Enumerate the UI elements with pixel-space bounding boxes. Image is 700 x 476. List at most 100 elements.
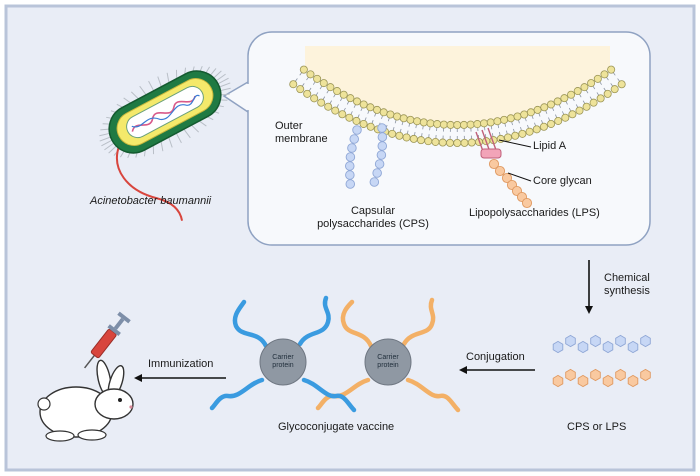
lipid-a-label: Lipid A bbox=[533, 140, 567, 152]
lipid-head bbox=[587, 79, 596, 88]
synthetic-sugar bbox=[552, 340, 564, 354]
lipid-head bbox=[289, 80, 298, 89]
lipid-head bbox=[399, 114, 408, 123]
lipid-head bbox=[406, 115, 415, 124]
cps-sugar bbox=[345, 170, 355, 180]
lipid-head bbox=[610, 85, 619, 94]
lipid-head bbox=[513, 112, 522, 121]
synthetic-sugar bbox=[640, 334, 651, 348]
synthetic-sugar bbox=[552, 374, 564, 388]
lipid-head bbox=[539, 122, 548, 131]
cps-sugar bbox=[372, 168, 382, 178]
lipid-head bbox=[352, 116, 361, 125]
synthetic-sugar bbox=[615, 334, 626, 348]
lipid-head bbox=[453, 121, 462, 130]
cps-label: Capsular polysaccharides (CPS) bbox=[298, 205, 448, 231]
rabbit-icon bbox=[37, 359, 134, 442]
carrier-protein-orange-line-1: Carrier bbox=[377, 354, 399, 361]
lps-label: Lipopolysaccharides (LPS) bbox=[469, 207, 600, 219]
lps-sugar bbox=[488, 158, 500, 170]
lipid-head bbox=[338, 110, 347, 119]
cps-sugar bbox=[345, 161, 355, 171]
synthetic-sugar bbox=[627, 374, 639, 388]
lipid-head bbox=[567, 90, 576, 99]
synthetic-sugar bbox=[565, 368, 576, 382]
lipid-head bbox=[299, 65, 308, 74]
lps-sugar bbox=[521, 197, 533, 209]
lipid-head bbox=[424, 137, 433, 146]
lipid-head bbox=[503, 133, 512, 142]
lipid-head bbox=[366, 122, 375, 131]
synthetic-sugar bbox=[640, 368, 651, 382]
outer-membrane-label: Outer membrane bbox=[275, 120, 328, 146]
lipid-head bbox=[313, 74, 322, 83]
lipid-head bbox=[359, 119, 368, 128]
lipid-head bbox=[493, 117, 502, 126]
cilium bbox=[217, 77, 229, 85]
cps-sugar bbox=[376, 150, 387, 160]
cilium bbox=[166, 72, 170, 84]
lipid-head bbox=[480, 119, 489, 128]
lipid-head bbox=[324, 102, 333, 111]
cilium bbox=[160, 140, 164, 152]
lipid-head bbox=[467, 138, 476, 147]
lipid-head bbox=[547, 119, 556, 128]
lipid-head bbox=[486, 118, 495, 127]
synthetic-sugar bbox=[577, 374, 589, 388]
lipid-head bbox=[533, 105, 542, 114]
carrier-protein-label-blue: Carrier protein bbox=[263, 354, 303, 370]
lipid-head bbox=[603, 89, 612, 98]
lipid-head bbox=[607, 65, 616, 74]
cilium bbox=[183, 128, 191, 139]
synthetic-cps-chain bbox=[552, 334, 651, 354]
lipid-head bbox=[386, 110, 395, 119]
core-glycan-pointer bbox=[507, 172, 532, 182]
lipid-head bbox=[546, 100, 555, 109]
lipid-head bbox=[525, 127, 534, 136]
chemical-synthesis-line-2: synthesis bbox=[604, 285, 650, 297]
lipid-head bbox=[333, 87, 342, 96]
lipid-head bbox=[310, 94, 319, 103]
cps-sugar bbox=[377, 141, 388, 151]
synthetic-sugar bbox=[627, 340, 639, 354]
lipid-head bbox=[506, 114, 515, 123]
cps-sugar bbox=[374, 159, 385, 169]
lipid-head bbox=[573, 87, 582, 96]
lipid-head bbox=[413, 117, 422, 126]
lipid-head bbox=[331, 106, 340, 115]
lipid-head bbox=[600, 70, 609, 79]
lipid-head bbox=[561, 113, 570, 122]
glycoconjugate-blue bbox=[209, 295, 357, 413]
lps-sugar bbox=[494, 165, 506, 177]
synthetic-sugar bbox=[590, 334, 601, 348]
core-glycan-label: Core glycan bbox=[533, 175, 592, 187]
synthetic-sugar bbox=[602, 374, 614, 388]
cps-sugar bbox=[345, 179, 356, 189]
immunization-label: Immunization bbox=[148, 358, 214, 370]
bacterium-icon bbox=[99, 66, 231, 221]
lipid-head bbox=[388, 129, 397, 138]
chemical-synthesis-label: Chemical synthesis bbox=[604, 272, 650, 298]
lipid-head bbox=[532, 125, 541, 134]
lipid-head bbox=[303, 89, 312, 98]
lipid-head bbox=[596, 94, 605, 103]
outer-membrane bbox=[289, 65, 626, 147]
carrier-protein-blue-line-1: Carrier bbox=[272, 354, 294, 361]
cilium bbox=[130, 91, 140, 100]
lipid-head bbox=[402, 133, 411, 142]
glycoconjugate-vaccine-label: Glycoconjugate vaccine bbox=[278, 421, 395, 433]
lipid-head bbox=[345, 113, 354, 122]
lipid-head bbox=[393, 112, 402, 121]
lipid-head bbox=[446, 120, 455, 129]
lipid-head bbox=[466, 120, 475, 129]
cytoplasm-region bbox=[305, 46, 610, 123]
lipid-head bbox=[540, 103, 549, 112]
lipid-head bbox=[417, 136, 426, 145]
lipid-head bbox=[326, 83, 335, 92]
cilium bbox=[215, 73, 226, 82]
synthetic-sugar bbox=[565, 334, 576, 348]
cilium bbox=[190, 124, 200, 133]
lipid-head bbox=[617, 80, 626, 89]
lipid-head bbox=[379, 108, 388, 117]
